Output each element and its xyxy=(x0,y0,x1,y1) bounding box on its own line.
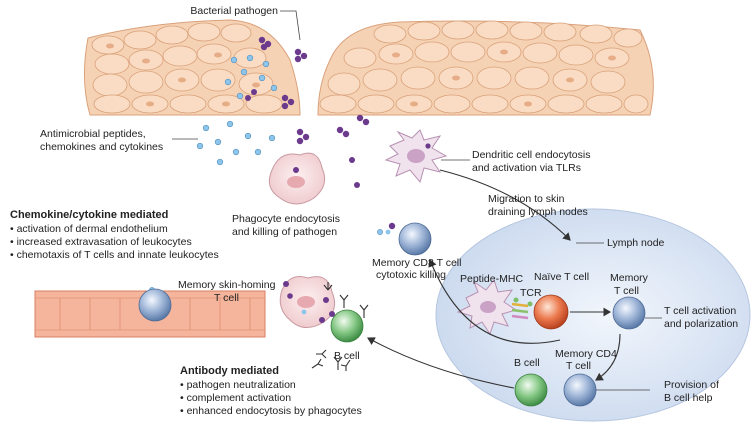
chemokine-item: • increased extravasation of leukocytes xyxy=(10,236,192,248)
label-activation-1: T cell activation xyxy=(664,305,736,317)
label-antimicrobial-2: chemokines and cytokines xyxy=(40,141,163,153)
label-naive-t-cell: Naïve T cell xyxy=(534,271,589,283)
tcr-mhc-interaction xyxy=(511,297,533,320)
skin-epithelium-left xyxy=(83,19,301,116)
label-tcr: TCR xyxy=(520,287,542,299)
antibody-title: Antibody mediated xyxy=(180,365,279,377)
dendritic-cell xyxy=(384,129,448,184)
label-skin-homing-2: T cell xyxy=(214,292,239,304)
label-memory-cd8-2: cytotoxic killing xyxy=(376,269,446,281)
bacteria xyxy=(245,36,370,188)
label-b-cell-node: B cell xyxy=(514,357,540,369)
phagocyte-with-bacteria xyxy=(279,276,336,328)
label-provision-2: B cell help xyxy=(664,392,713,404)
label-migration-1: Migration to skin xyxy=(488,193,565,205)
memory-cd4-t-cell xyxy=(563,373,597,407)
center-b-cell xyxy=(330,309,364,343)
chemokine-mediated-box: Chemokine/cytokine mediated • activation… xyxy=(10,209,219,261)
label-skin-homing-1: Memory skin-homing xyxy=(178,279,276,291)
label-provision-1: Provision of xyxy=(664,379,719,391)
chemokine-item: • activation of dermal endothelium xyxy=(10,223,168,235)
memory-t-cell xyxy=(612,296,646,330)
arrows xyxy=(367,169,621,389)
label-dendritic-1: Dendritic cell endocytosis xyxy=(472,149,590,161)
leader-lines xyxy=(172,10,662,391)
chemokine-item: • chemotaxis of T cells and innate leuko… xyxy=(10,249,219,261)
label-dendritic-2: and activation via TLRs xyxy=(472,162,581,174)
antibodies xyxy=(311,282,369,371)
antibody-mediated-box: Antibody mediated • pathogen neutralizat… xyxy=(180,365,362,417)
phagocyte-cell xyxy=(268,152,326,205)
label-memory-t-1: Memory xyxy=(610,272,649,284)
antibody-item: • pathogen neutralization xyxy=(180,379,296,391)
label-activation-2: and polarization xyxy=(664,318,738,330)
skin-epithelium-right xyxy=(317,20,654,116)
naive-t-cell xyxy=(533,294,569,330)
lymph-node xyxy=(435,208,751,422)
antibody-item: • complement activation xyxy=(180,392,291,404)
memory-cd8-t-cell xyxy=(385,222,432,256)
label-memory-cd4-1: Memory CD4 xyxy=(555,348,617,360)
lymph-node-dendritic-cell xyxy=(456,278,518,336)
label-peptide-mhc: Peptide-MHC xyxy=(460,273,523,285)
label-memory-cd8-1: Memory CD8 T cell xyxy=(372,257,461,269)
label-antimicrobial-1: Antimicrobial peptides, xyxy=(40,128,146,140)
label-lymph-node: Lymph node xyxy=(607,237,665,249)
label-bacterial-pathogen: Bacterial pathogen xyxy=(190,5,278,17)
lymph-node-b-cell xyxy=(514,373,548,407)
label-memory-t-2: T cell xyxy=(614,285,639,297)
label-b-cell-center: B cell xyxy=(334,350,360,362)
label-memory-cd4-2: T cell xyxy=(566,360,591,372)
label-phagocyte-2: and killing of pathogen xyxy=(232,226,337,238)
skin-homing-t-cell xyxy=(138,288,172,322)
antibody-item: • enhanced endocytosis by phagocytes xyxy=(180,405,362,417)
label-migration-2: draining lymph nodes xyxy=(488,206,588,218)
chemokine-title: Chemokine/cytokine mediated xyxy=(10,209,168,221)
label-phagocyte-1: Phagocyte endocytosis xyxy=(232,213,340,225)
